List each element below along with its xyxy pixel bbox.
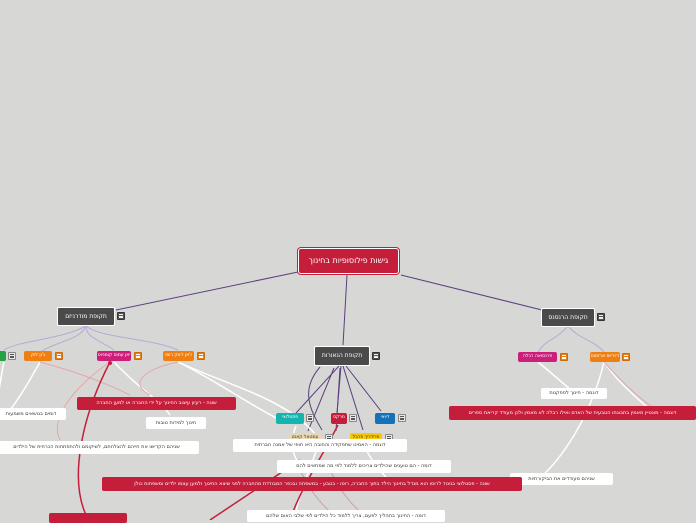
enlightenment-period-menu-icon[interactable]: [372, 352, 380, 360]
note-enl-bottom-text: דומה - החינוך בתהליך לפעם, צריך ללמוד כל…: [266, 512, 426, 519]
note-renaissance-tutor[interactable]: דוגמה - חינוך לספקנות: [541, 388, 607, 399]
note-modern-sacred[interactable]: שניהם הקדישו את חייהם להצלחתם, לשיקומם ו…: [0, 441, 199, 454]
tag-rabelais-label: פרנסואה רבלה: [522, 353, 553, 359]
tag-pestalozzi-label: פסטלוצי: [281, 415, 299, 421]
erasmus-menu-icon[interactable]: [622, 353, 630, 361]
note-enl-children[interactable]: דומה - הם טוענים שהילדים צריכים ללמוד לפ…: [277, 460, 451, 473]
note-renaissance-quote[interactable]: דוגמה - מונטיין מאמין בתבונתו הטבעית של …: [449, 406, 696, 420]
note-enl-pestalozzi-text: שונה - פסטלוצי בניגוד לרוסו הוא מגדל בחי…: [134, 480, 490, 487]
note-modern-sacred-text: שניהם הקדישו את חייהם להצלחתם, לשיקומם ו…: [13, 444, 180, 450]
tag-froebel[interactable]: פרידריך פרבל: [350, 433, 382, 443]
note-red-partial-bottom[interactable]: [49, 513, 127, 523]
note-modern-society[interactable]: שונה - רעיון עיצוב החינוך על ידי החברה א…: [77, 397, 236, 410]
tag-dewey[interactable]: דיואי: [375, 413, 395, 424]
locke-menu-icon[interactable]: [55, 352, 63, 360]
green-tag-menu-icon[interactable]: [8, 352, 16, 360]
marx-menu-icon[interactable]: [349, 414, 357, 422]
root-label: גישות פילוסופיות בחינוך: [308, 256, 389, 265]
note-renaissance-tutor-text: דוגמה - חינוך לספקנות: [549, 390, 599, 396]
note-modern-society-text: שונה - רעיון עיצוב החינוך על ידי החברה א…: [96, 400, 217, 406]
note-modern-partial[interactable]: דומים בנושאים משמעות: [0, 408, 66, 420]
comenius-menu-icon[interactable]: [134, 352, 142, 360]
topic-enlightenment-period[interactable]: תקופת הנאורות: [314, 346, 370, 366]
tag-marx[interactable]: מרקס: [331, 413, 347, 424]
pestalozzi-menu-icon[interactable]: [306, 414, 314, 422]
tag-rousseau[interactable]: ז'אן ז'אק רוסו: [163, 351, 194, 361]
renaissance-period-menu-icon[interactable]: [597, 313, 605, 321]
note-enl-pestalozzi[interactable]: שונה - פסטלוצי בניגוד לרוסו הוא מגדל בחי…: [102, 477, 522, 491]
note-renaissance-bottom[interactable]: שניהם מעודדים את הביקורתיות: [510, 473, 613, 485]
tag-locke-label: ג'ון לוק: [31, 352, 45, 358]
rousseau-menu-icon[interactable]: [197, 352, 205, 360]
tag-rabelais[interactable]: פרנסואה רבלה: [518, 352, 557, 362]
note-enl-bottom[interactable]: דומה - החינוך בתהליך לפעם, צריך ללמוד כל…: [247, 510, 445, 522]
note-enl-meaning[interactable]: דוגמה - האמינו שתפקידה והחובה היא חופי ש…: [233, 439, 407, 452]
topic-renaissance-period[interactable]: תקופת הרנסנס: [541, 308, 595, 327]
note-modern-partial-text: דומים בנושאים משמעות: [5, 410, 57, 417]
tag-marx-label: מרקס: [333, 415, 345, 421]
topic-modern-period[interactable]: תקופת מודרניזם: [57, 307, 115, 326]
modern-period-label: תקופת מודרניזם: [65, 312, 107, 320]
root-topic[interactable]: גישות פילוסופיות בחינוך: [298, 248, 399, 274]
tag-green[interactable]: [0, 351, 6, 361]
tag-kant-label: עמנואל קאנט: [291, 434, 319, 440]
tag-locke[interactable]: ג'ון לוק: [24, 351, 52, 361]
tag-dewey-label: דיואי: [380, 415, 390, 421]
tag-erasmus[interactable]: דזיריוס ארזמוס: [590, 352, 620, 362]
note-renaissance-bottom-text: שניהם מעודדים את הביקורתיות: [528, 475, 595, 482]
enlightenment-period-label: תקופת הנאורות: [321, 352, 363, 359]
note-modern-values-text: חינוך למידות טובות: [155, 419, 197, 426]
dewey-menu-icon[interactable]: [398, 414, 406, 422]
rabelais-menu-icon[interactable]: [560, 353, 568, 361]
tag-erasmus-label: דזיריוס ארזמוס: [590, 353, 620, 359]
note-enl-meaning-text: דוגמה - האמינו שתפקידה והחובה היא חופי ש…: [254, 442, 386, 448]
note-modern-values[interactable]: חינוך למידות טובות: [146, 417, 206, 429]
tag-comenius-label: יאן עמוס קומניוס: [97, 352, 131, 358]
modern-period-menu-icon[interactable]: [117, 312, 125, 320]
note-enl-children-text: דומה - הם טוענים שהילדים צריכים ללמוד לפ…: [296, 463, 432, 469]
renaissance-period-label: תקופת הרנסנס: [548, 313, 588, 321]
tag-kant[interactable]: עמנואל קאנט: [289, 433, 321, 443]
tag-comenius[interactable]: יאן עמוס קומניוס: [97, 351, 131, 361]
tag-rousseau-label: ז'אן ז'אק רוסו: [165, 352, 192, 358]
note-renaissance-quote-text: דוגמה - מונטיין מאמין בתבונתו הטבעית של …: [468, 409, 677, 416]
tag-pestalozzi[interactable]: פסטלוצי: [276, 413, 304, 424]
tag-froebel-label: פרידריך פרבל: [352, 434, 380, 440]
